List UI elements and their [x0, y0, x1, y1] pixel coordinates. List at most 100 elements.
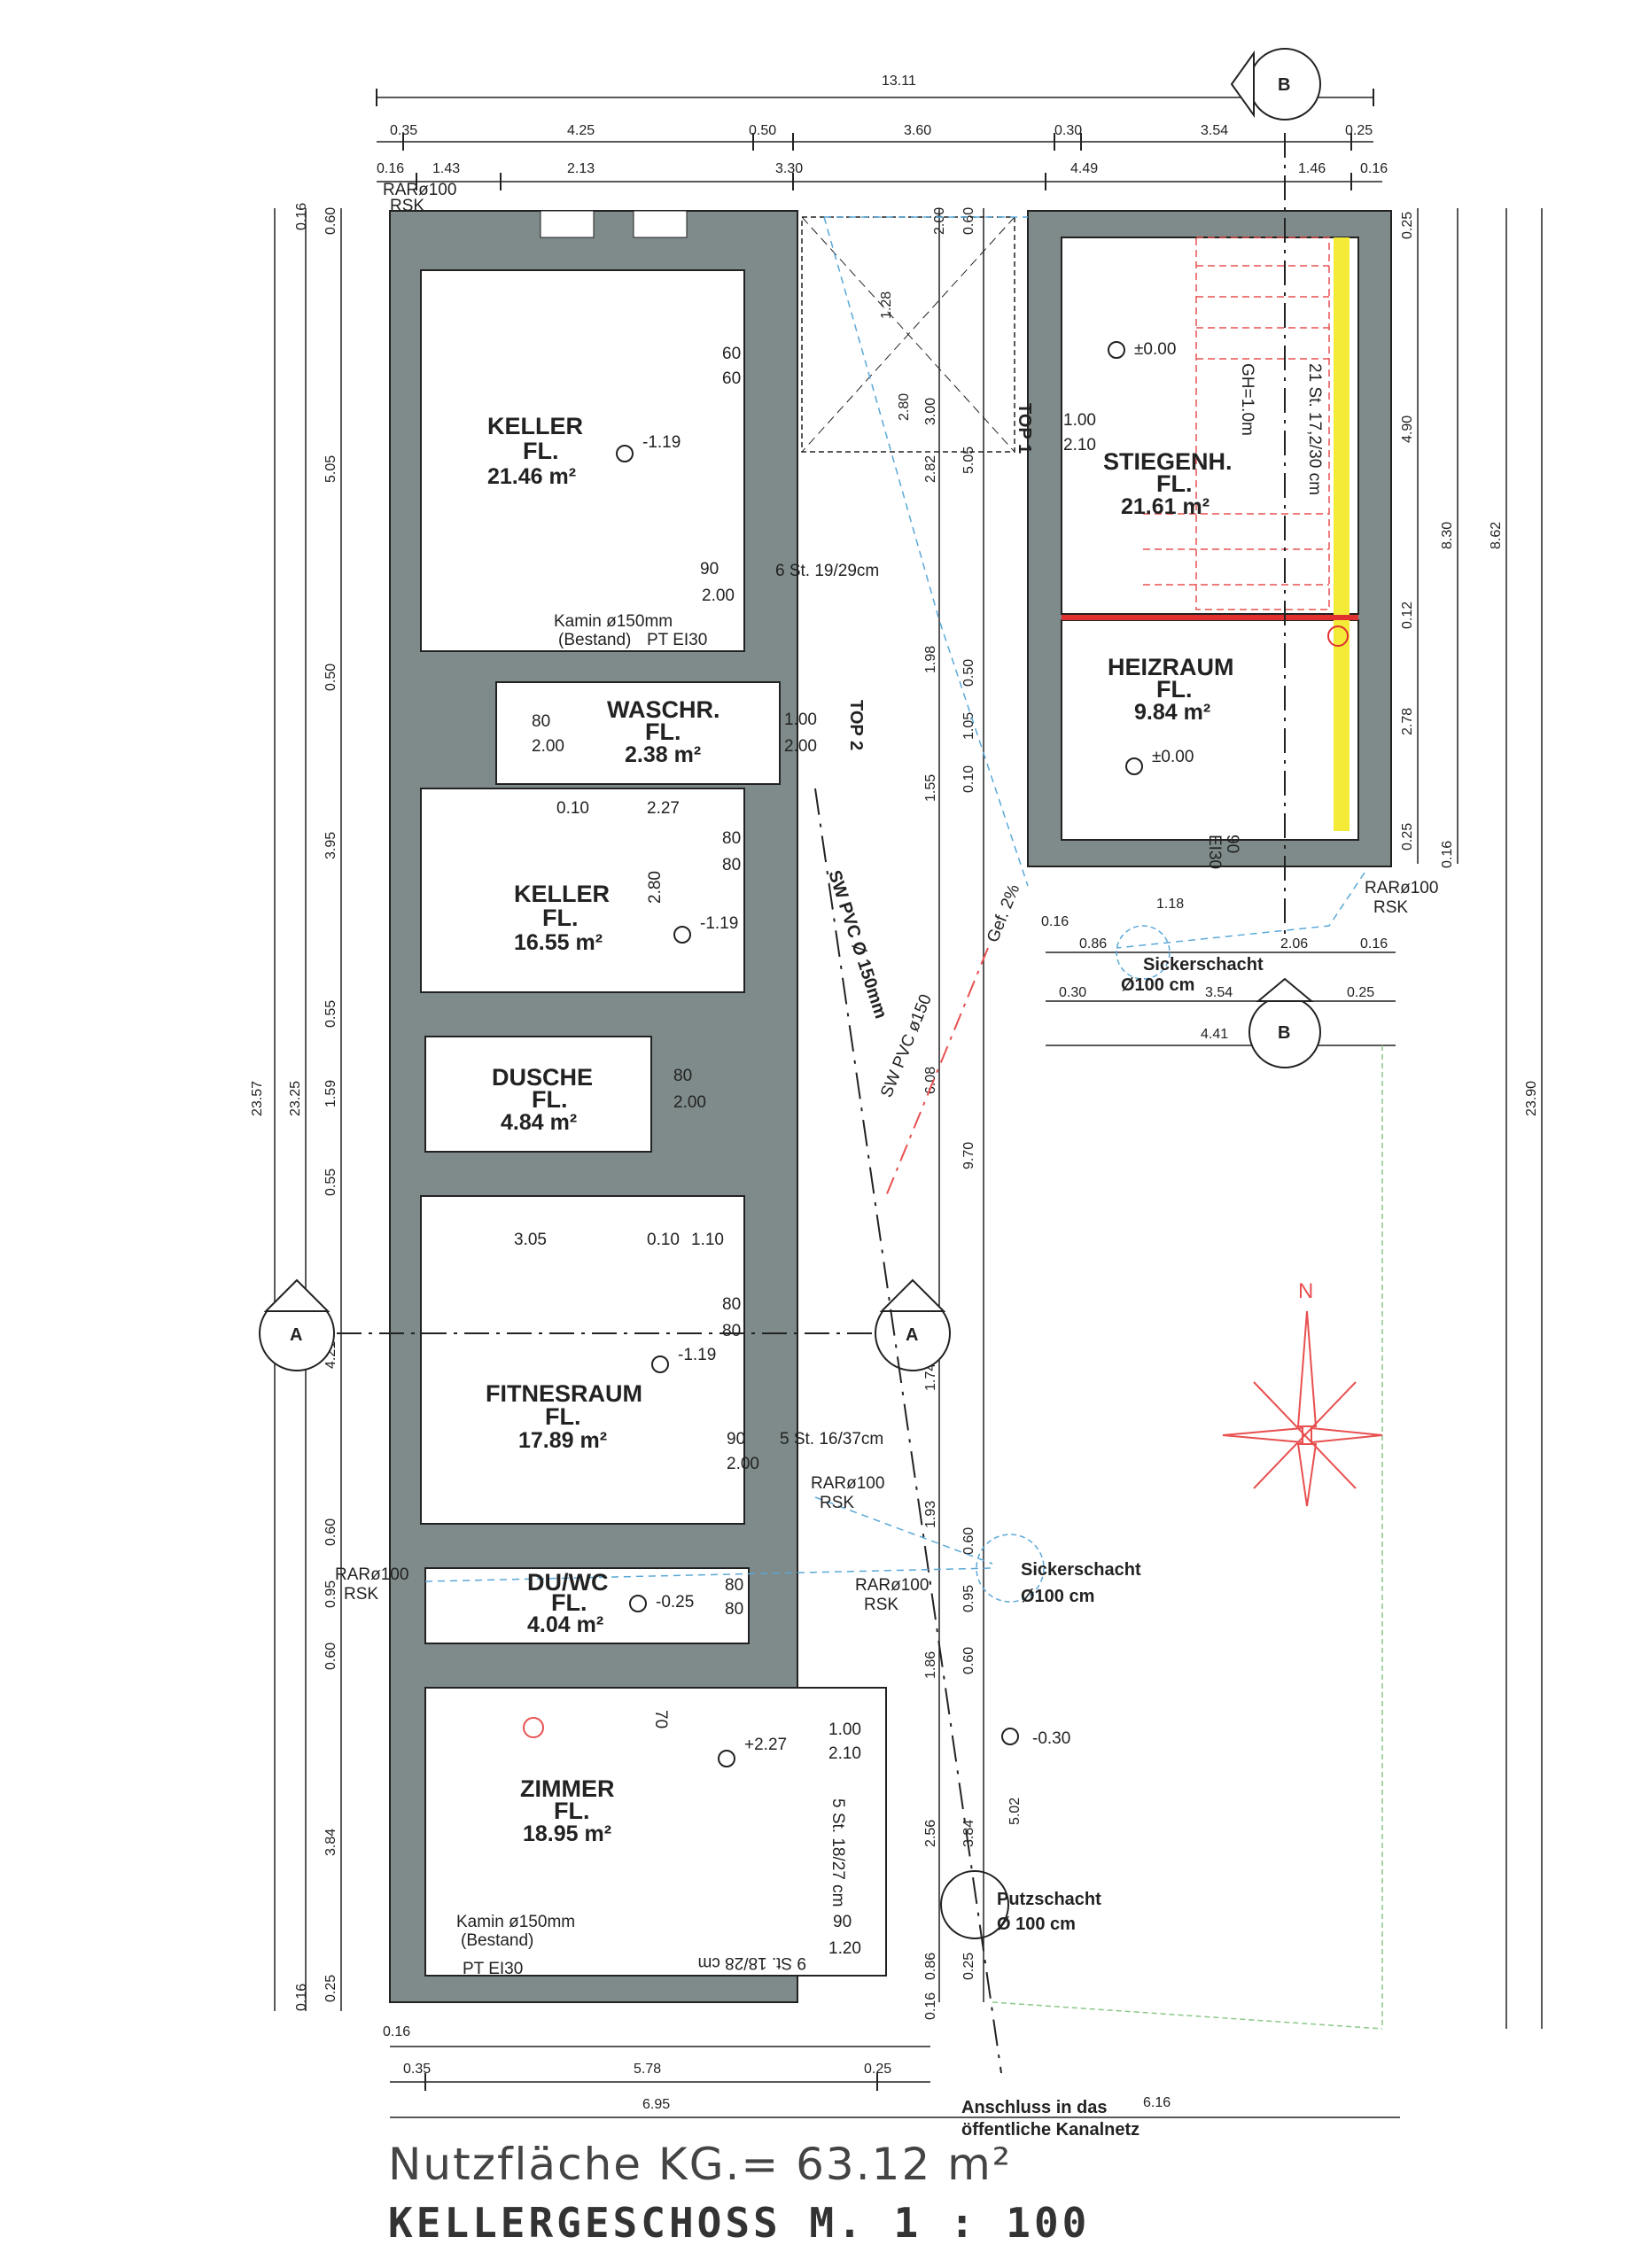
dim-m-1-55: 1.55: [923, 774, 938, 802]
level-fitnesraum: -1.19: [678, 1346, 716, 1364]
room-area-keller-1: 21.46 m²: [487, 464, 576, 489]
dim-m-6-08: 6.08: [923, 1067, 938, 1094]
dim-m-0-95: 0.95: [961, 1585, 976, 1612]
dim-r-0-25b: 0.25: [1400, 823, 1415, 850]
dim-b-6-95: 6.95: [642, 2097, 670, 2112]
middle-dimensions: 2.00 0.60 1.28 3.00 2.80 2.82 5.05 1.98 …: [879, 207, 1023, 2020]
dim-b-0-16: 0.16: [383, 2024, 410, 2039]
room-fl-keller-2: FL.: [542, 905, 579, 931]
room-fl-stiegenhaus: FL.: [1156, 470, 1193, 497]
door-zimmer-70: 70: [651, 1710, 670, 1728]
bottom-dimensions: 0.16 0.35 5.78 0.25 6.95 6.16: [383, 2024, 1400, 2118]
room-label-zimmer: ZIMMER: [520, 1775, 614, 1802]
room-fl-waschraum: FL.: [645, 718, 681, 745]
level-stiegenhaus: ±0.00: [1134, 340, 1176, 359]
level-outside: -0.30: [1032, 1729, 1070, 1748]
dim-2-27: 2.27: [647, 799, 680, 818]
north-arrow: N: [1222, 1279, 1383, 1507]
dim-m-1-28: 1.28: [879, 291, 894, 319]
room-dusche: [424, 1036, 652, 1153]
dim-2-13: 2.13: [567, 161, 595, 176]
dim-m-3-00: 3.00: [923, 398, 938, 425]
door-1-20: 1.20: [828, 1939, 861, 1958]
room-keller-2: [420, 788, 745, 993]
kamin-label-1: Kamin ø150mm: [554, 612, 673, 631]
dim-l-3-95: 3.95: [323, 832, 338, 859]
section-a-label-left: A: [290, 1325, 302, 1345]
bestand-label-1: (Bestand): [558, 631, 631, 649]
dim-b-0-35: 0.35: [403, 2062, 431, 2077]
section-b-top-marker: B: [1230, 48, 1321, 120]
dim-m-0-86: 0.86: [923, 1953, 938, 1980]
rsk-label-2: RSK: [344, 1585, 378, 1604]
rsk-label-1: RSK: [390, 197, 424, 215]
door-80c: 80: [722, 1295, 741, 1314]
dim-23-57: 23.57: [250, 1081, 265, 1116]
dim-a-1-18: 1.18: [1156, 897, 1184, 912]
dim-1-10: 1.10: [691, 1231, 724, 1249]
dim-l-0-16: 0.16: [294, 1984, 309, 2011]
dim-l-0-60b: 0.60: [323, 1518, 338, 1546]
door-90: 90: [833, 1913, 852, 1931]
door-80d: 80: [722, 1322, 741, 1340]
dim-m-9-70: 9.70: [961, 1142, 976, 1169]
room-label-heizraum: HEIZRAUM: [1108, 654, 1234, 680]
room-fl-zimmer: FL.: [554, 1798, 590, 1824]
room-label-fitnesraum: FITNESRAUM: [486, 1380, 642, 1407]
dim-l-0-60c: 0.60: [323, 1643, 338, 1670]
dim-m-0-16: 0.16: [923, 1992, 938, 2020]
dim-r-0-16: 0.16: [1440, 841, 1455, 868]
dim-3-05: 3.05: [514, 1231, 547, 1249]
door-80b: 80: [722, 856, 741, 874]
dim-0-10: 0.10: [647, 1231, 680, 1249]
dim-m-3-84: 3.84: [961, 1820, 976, 1847]
dim-total-width: 13.11: [882, 74, 916, 89]
dim-a-4-41: 4.41: [1201, 1027, 1228, 1042]
room-area-stiegenhaus: 21.61 m²: [1121, 494, 1210, 519]
dim-r-8-30: 8.30: [1440, 522, 1455, 549]
dim-a-0-16: 0.16: [1360, 936, 1388, 951]
room-fitnesraum: [420, 1195, 745, 1525]
dim-a-0-30: 0.30: [1059, 985, 1086, 1000]
dim-l-5-05: 5.05: [323, 455, 338, 483]
rar-label-2: RARø100: [335, 1565, 408, 1584]
north-label: N: [1298, 1279, 1313, 1303]
room-zimmer: [424, 1687, 887, 1977]
dim-a-0-16b: 0.16: [1041, 914, 1069, 929]
dim-r-0-25: 0.25: [1400, 212, 1415, 239]
dim-l-0-60: 0.60: [323, 207, 338, 235]
level-zimmer: +2.27: [744, 1736, 787, 1754]
section-a-label-right: A: [906, 1325, 918, 1345]
dim-b-0-25: 0.25: [864, 2062, 891, 2077]
rar-label-3: RARø100: [811, 1474, 884, 1493]
gh-label: GH=1.0m: [1238, 363, 1256, 436]
dim-m-0-60c: 0.60: [961, 1647, 976, 1674]
level-markers: [523, 341, 1349, 1767]
dim-m-5-05: 5.05: [961, 447, 976, 474]
gef-label: Gef. 2%: [984, 882, 1023, 945]
room-label-keller-2: KELLER: [514, 881, 610, 907]
room-keller-1: [420, 269, 745, 652]
annex-dimensions: 0.86 1.18 2.06 0.16 0.30 3.54 0.25 4.41 …: [1041, 897, 1396, 1046]
dim-0-16: 0.16: [377, 161, 404, 176]
door-60b: 60: [722, 369, 741, 388]
ei30-label-1: PT EI30: [647, 631, 707, 649]
dim-2-80: 2.80: [646, 871, 665, 904]
level-keller-1: -1.19: [642, 433, 681, 452]
door-60a: 60: [722, 345, 741, 363]
room-area-fitnesraum: 17.89 m²: [518, 1428, 607, 1453]
rsk-label-3: RSK: [820, 1494, 854, 1512]
door-annex-1-00: 1.00: [1063, 411, 1096, 430]
sickerschacht-size-2: Ø100 cm: [1021, 1587, 1094, 1606]
dim-3-54: 3.54: [1201, 123, 1228, 138]
putzschacht-label: Putzschacht: [997, 1890, 1101, 1909]
dim-0-35: 0.35: [390, 123, 417, 138]
dim-1-46: 1.46: [1298, 161, 1326, 176]
top2-label: TOP 2: [846, 700, 866, 750]
left-dimensions: 23.57 23.25 0.60 5.05 0.50 3.95 0.55 1.5…: [250, 203, 342, 2011]
sewer-lines: [424, 216, 1383, 2074]
room-fl-fitnesraum: FL.: [545, 1403, 581, 1430]
section-b-bottom-marker: B: [1248, 977, 1321, 1068]
dim-0-50: 0.50: [749, 123, 776, 138]
